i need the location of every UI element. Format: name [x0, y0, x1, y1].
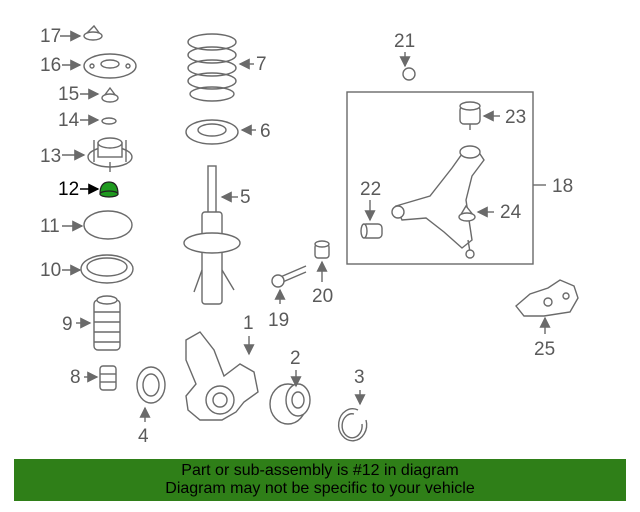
callout-13: 13 [40, 146, 61, 167]
callout-9: 9 [62, 314, 73, 335]
callout-10: 10 [40, 260, 61, 281]
callout-8: 8 [70, 367, 81, 388]
part-20-bushing[interactable] [314, 240, 330, 259]
part-12-highlighted[interactable] [99, 181, 119, 198]
part-24-nut[interactable] [458, 204, 476, 222]
callout-12: 12 [58, 179, 79, 200]
callout-19: 19 [268, 310, 289, 331]
callout-15: 15 [58, 84, 79, 105]
footer-line-1: Part or sub-assembly is #12 in diagram [181, 462, 459, 479]
part-10-insulator[interactable] [80, 254, 134, 284]
part-16-mount-plate[interactable] [83, 53, 137, 79]
parts-diagram: 17 16 15 14 13 12 11 [40, 24, 579, 447]
callout-18: 18 [552, 176, 573, 197]
part-1-knuckle[interactable] [185, 331, 259, 421]
callout-1: 1 [243, 313, 254, 334]
callout-17: 17 [40, 26, 61, 47]
callout-7: 7 [256, 54, 267, 75]
part-11-ring[interactable] [83, 210, 133, 240]
part-9-boot[interactable] [93, 295, 121, 351]
part-18-control-arm[interactable] [391, 145, 485, 259]
callout-2: 2 [290, 348, 301, 369]
footer-line-2: Diagram may not be specific to your vehi… [165, 480, 475, 497]
part-23-bushing[interactable] [459, 101, 481, 130]
callout-16: 16 [40, 55, 61, 76]
callout-3: 3 [354, 367, 365, 388]
callout-6: 6 [260, 121, 271, 142]
part-19-bolt[interactable] [271, 265, 307, 288]
part-25-bracket[interactable] [515, 279, 579, 317]
part-22-bushing[interactable] [360, 223, 383, 239]
part-8-bump-stop[interactable] [99, 365, 117, 391]
part-18-frame [346, 91, 534, 265]
part-2-bearing[interactable] [269, 383, 311, 425]
part-5-strut[interactable] [183, 165, 241, 305]
callout-14: 14 [58, 110, 80, 131]
callout-24: 24 [500, 202, 522, 223]
callout-21: 21 [394, 31, 415, 52]
part-6-spring-seat[interactable] [185, 119, 239, 145]
footer-notice-banner: Part or sub-assembly is #12 in diagram D… [14, 459, 626, 501]
callout-4: 4 [138, 426, 149, 447]
part-17-nut[interactable] [83, 24, 103, 41]
callout-25: 25 [534, 339, 555, 360]
part-21-nut[interactable] [402, 67, 416, 81]
callout-20: 20 [312, 286, 333, 307]
part-7-coil-spring[interactable] [187, 33, 237, 102]
callout-11: 11 [40, 216, 60, 237]
part-15-nut[interactable] [101, 86, 119, 103]
part-4-seal[interactable] [136, 366, 166, 404]
callout-5: 5 [240, 187, 251, 208]
part-3-snap-ring[interactable] [337, 408, 368, 442]
callout-22: 22 [360, 179, 381, 200]
part-14-o-ring[interactable] [101, 117, 117, 125]
callout-23: 23 [505, 107, 526, 128]
part-13-strut-mount[interactable] [87, 137, 133, 172]
